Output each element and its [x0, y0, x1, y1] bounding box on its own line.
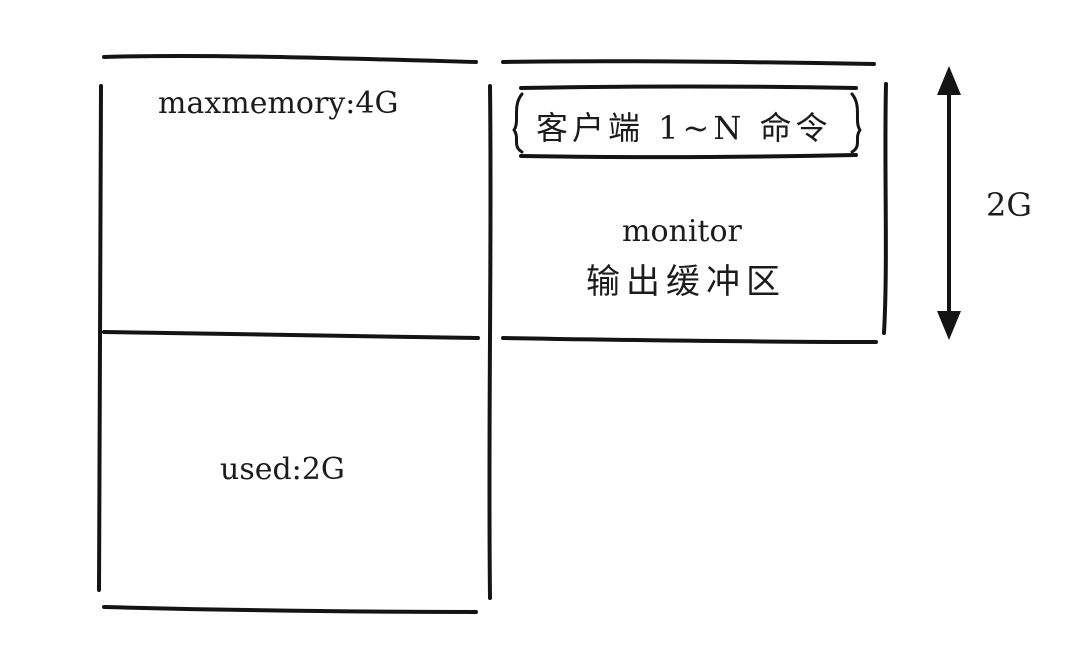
memory-box-bottom-edge [102, 605, 478, 614]
monitor-buffer-box [501, 59, 888, 344]
memory-box-left-edge [97, 84, 103, 592]
client-box-right-bracket [850, 92, 862, 154]
size-arrow-head-down [937, 311, 961, 340]
client-box-top-edge [519, 84, 858, 90]
client-box-left-bracket [512, 92, 524, 154]
buffer-box-top-edge [501, 59, 876, 66]
output-buffer-label: 输出缓冲区 [586, 262, 786, 302]
client-commands-box [512, 84, 862, 160]
maxmemory-label: maxmemory:4G [158, 86, 399, 121]
memory-box-right-edge [487, 84, 493, 600]
memory-box-divider [102, 330, 480, 340]
size-arrow [937, 66, 961, 340]
client-box-bottom-edge [519, 153, 858, 160]
client-commands-label: 客户端 1~N 命令 [536, 109, 832, 147]
buffer-box-bottom-edge [501, 336, 878, 344]
used-memory-label: used:2G [220, 452, 345, 487]
size-indicator-label: 2G [986, 186, 1032, 224]
memory-box [97, 53, 493, 614]
memory-box-top-edge [102, 53, 478, 64]
buffer-box-right-edge [882, 82, 888, 335]
monitor-label: monitor [622, 214, 742, 249]
size-arrow-head-up [937, 66, 961, 95]
